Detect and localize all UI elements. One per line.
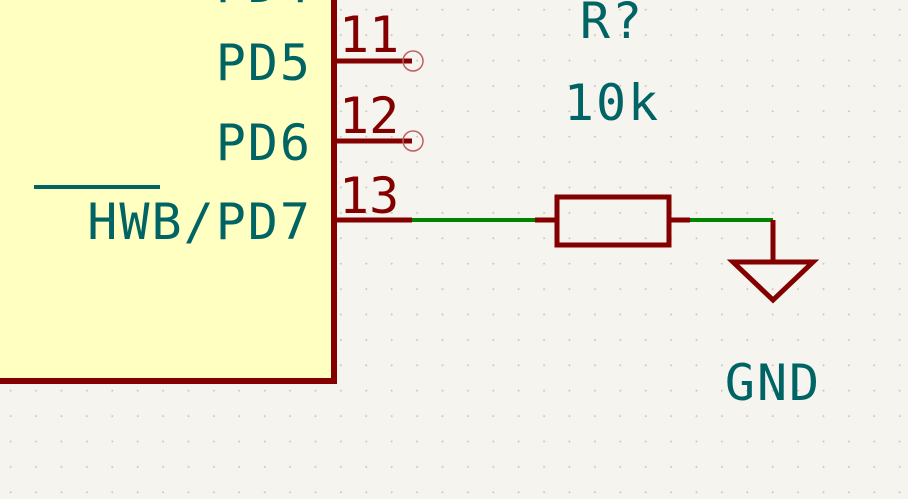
pin-name-pd5: PD5 bbox=[216, 34, 312, 92]
gnd-triangle-icon bbox=[726, 259, 820, 304]
resistor-reference[interactable]: R? bbox=[580, 0, 644, 50]
unconnected-marker-pd6[interactable] bbox=[402, 130, 424, 152]
pin-name-hwb: HWB bbox=[87, 193, 183, 251]
resistor-symbol[interactable] bbox=[535, 194, 690, 248]
pin-name-separator: / bbox=[184, 193, 216, 251]
pin-number-12: 12 bbox=[339, 87, 399, 145]
pin-name-pd4: PD4 bbox=[216, 0, 312, 14]
resistor-value[interactable]: 10k bbox=[564, 74, 660, 132]
ic-body[interactable] bbox=[0, 0, 337, 384]
pin-name-pd7: PD7 bbox=[216, 193, 312, 251]
pin-number-11: 11 bbox=[339, 6, 399, 64]
gnd-label[interactable]: GND bbox=[725, 354, 821, 412]
pin-name-hwb-pd7: HWB/PD7 bbox=[87, 193, 312, 251]
unconnected-marker-pd5[interactable] bbox=[402, 50, 424, 72]
pin-name-pd6: PD6 bbox=[216, 114, 312, 172]
gnd-symbol[interactable] bbox=[726, 220, 820, 304]
pin-number-13: 13 bbox=[339, 167, 399, 225]
